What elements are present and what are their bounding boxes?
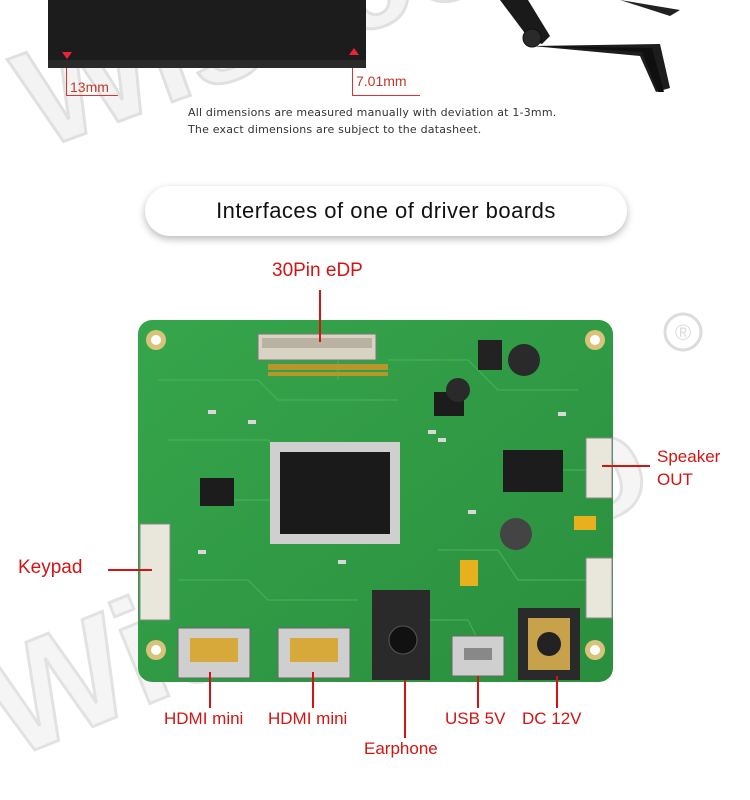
- callout-dc-line: [556, 676, 558, 708]
- display-panel-image: [48, 0, 366, 62]
- inductor-1: [508, 344, 540, 376]
- callout-hdmi2-line: [312, 672, 314, 708]
- keypad-connector: [139, 523, 171, 621]
- tantalum-cap: [460, 560, 478, 586]
- right-dimension-label: 7.01mm: [356, 73, 407, 89]
- usb-port: [451, 635, 505, 677]
- right-dim-line: [352, 68, 353, 96]
- callout-speaker-line: [602, 465, 650, 467]
- callout-hdmi1: HDMI mini: [164, 709, 244, 728]
- callout-speaker-line1: Speaker: [657, 447, 721, 466]
- audio-amp-chip: [503, 450, 563, 492]
- callout-keypad-line: [108, 569, 152, 571]
- left-dimension-label: 13mm: [70, 79, 109, 95]
- callout-dc: DC 12V: [522, 709, 582, 728]
- note-line-2: The exact dimensions are subject to the …: [188, 123, 482, 136]
- right-marker-icon: [349, 48, 359, 55]
- registered-mark: ®: [675, 320, 691, 345]
- measurement-note: All dimensions are measured manually wit…: [188, 104, 556, 138]
- right-dim-underline: [352, 95, 420, 96]
- callout-earphone-line: [404, 680, 406, 738]
- mounting-holes: [146, 330, 605, 660]
- callout-usb-line: [477, 676, 479, 708]
- section-title-pill: Interfaces of one of driver boards: [145, 186, 627, 236]
- left-dim-line: [66, 68, 67, 96]
- callout-hdmi2: HDMI mini: [268, 709, 348, 728]
- display-panel-edge: [48, 60, 366, 68]
- callout-edp: 30Pin eDP: [272, 260, 363, 281]
- callout-usb: USB 5V: [445, 709, 506, 728]
- registered-circle: [663, 312, 703, 352]
- callout-edp-line: [319, 290, 321, 342]
- callout-earphone: Earphone: [364, 739, 438, 758]
- inductor-2: [500, 518, 532, 550]
- left-dim-underline: [66, 95, 118, 96]
- speaker-connector: [585, 437, 613, 499]
- left-marker-icon: [62, 52, 72, 59]
- callout-keypad: Keypad: [18, 557, 83, 578]
- section-title: Interfaces of one of driver boards: [216, 198, 556, 223]
- note-line-1: All dimensions are measured manually wit…: [188, 106, 557, 119]
- driver-board-image: [138, 320, 613, 682]
- stand-image: [500, 0, 680, 92]
- callout-hdmi1-line: [209, 672, 211, 708]
- main-chip: [280, 452, 390, 534]
- callout-speaker-line2: OUT: [657, 470, 693, 489]
